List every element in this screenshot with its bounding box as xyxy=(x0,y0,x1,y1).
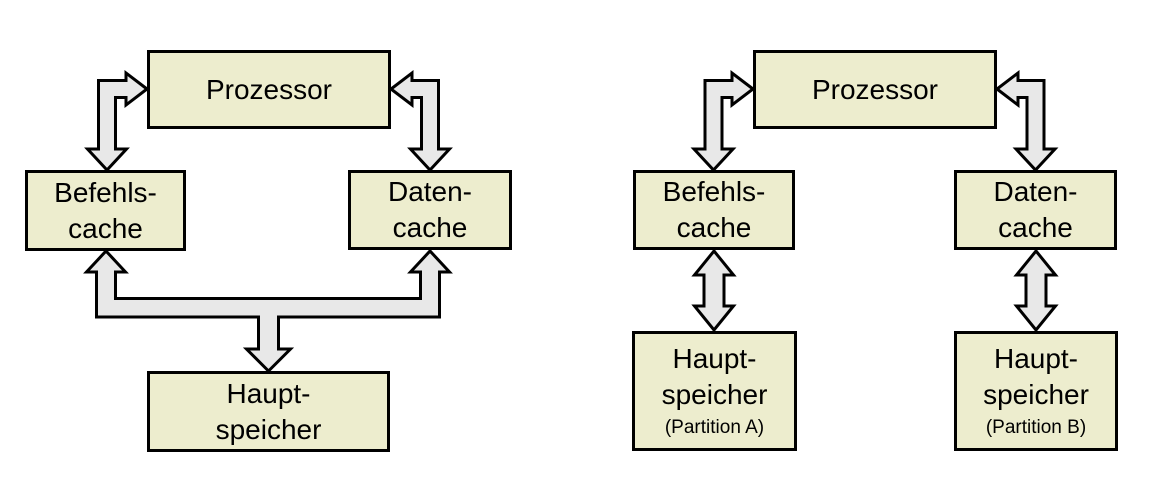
elbow-double-arrow-prozessor-befehlscache-right xyxy=(690,69,756,173)
prozessor-box-right: Prozessor xyxy=(753,50,997,129)
befehls-cache-label-line1: Befehls- xyxy=(54,176,157,208)
befehls-cache-box-left: Befehls- cache xyxy=(25,170,186,251)
hauptspeicher-partition-a-box: Haupt- speicher (Partition A) xyxy=(632,331,797,451)
befehls-cache-label-line1: Befehls- xyxy=(662,176,766,207)
hauptspeicher-b-partition-note: (Partition B) xyxy=(985,417,1087,438)
elbow-double-arrow-prozessor-befehlscache-left xyxy=(84,69,150,173)
daten-cache-label-line1: Daten- xyxy=(387,176,473,207)
merged-triple-arrow-caches-hauptspeicher xyxy=(83,248,453,374)
daten-cache-box-left: Daten- cache xyxy=(348,170,512,250)
daten-cache-box-right: Daten- cache xyxy=(954,170,1117,250)
hauptspeicher-a-partition-note: (Partition A) xyxy=(664,417,765,438)
hauptspeicher-a-label-line2: speicher xyxy=(661,379,768,410)
prozessor-label: Prozessor xyxy=(811,73,939,105)
hauptspeicher-b-label-line1: Haupt- xyxy=(993,343,1079,374)
hauptspeicher-label-line1: Haupt- xyxy=(226,377,311,409)
daten-cache-label-line2: cache xyxy=(392,212,468,243)
daten-cache-label-line1: Daten- xyxy=(993,176,1078,207)
hauptspeicher-label-line2: speicher xyxy=(215,413,322,445)
vertical-double-arrow-befehlscache-hauptspeicherA xyxy=(691,248,737,333)
prozessor-box-left: Prozessor xyxy=(147,50,391,129)
hauptspeicher-a-label-line1: Haupt- xyxy=(672,343,757,374)
befehls-cache-label-line2: cache xyxy=(676,212,752,243)
hauptspeicher-box-left: Haupt- speicher xyxy=(147,371,390,452)
hauptspeicher-b-label-line2: speicher xyxy=(983,379,1089,410)
hauptspeicher-partition-b-box: Haupt- speicher (Partition B) xyxy=(954,331,1118,451)
elbow-double-arrow-prozessor-datencache-right xyxy=(994,69,1059,173)
befehls-cache-label-line2: cache xyxy=(68,212,143,244)
elbow-double-arrow-prozessor-datencache-left xyxy=(388,69,453,173)
befehls-cache-box-right: Befehls- cache xyxy=(633,170,795,250)
prozessor-label: Prozessor xyxy=(205,73,333,105)
vertical-double-arrow-datencache-hauptspeicherB xyxy=(1013,248,1059,333)
daten-cache-label-line2: cache xyxy=(998,212,1073,243)
